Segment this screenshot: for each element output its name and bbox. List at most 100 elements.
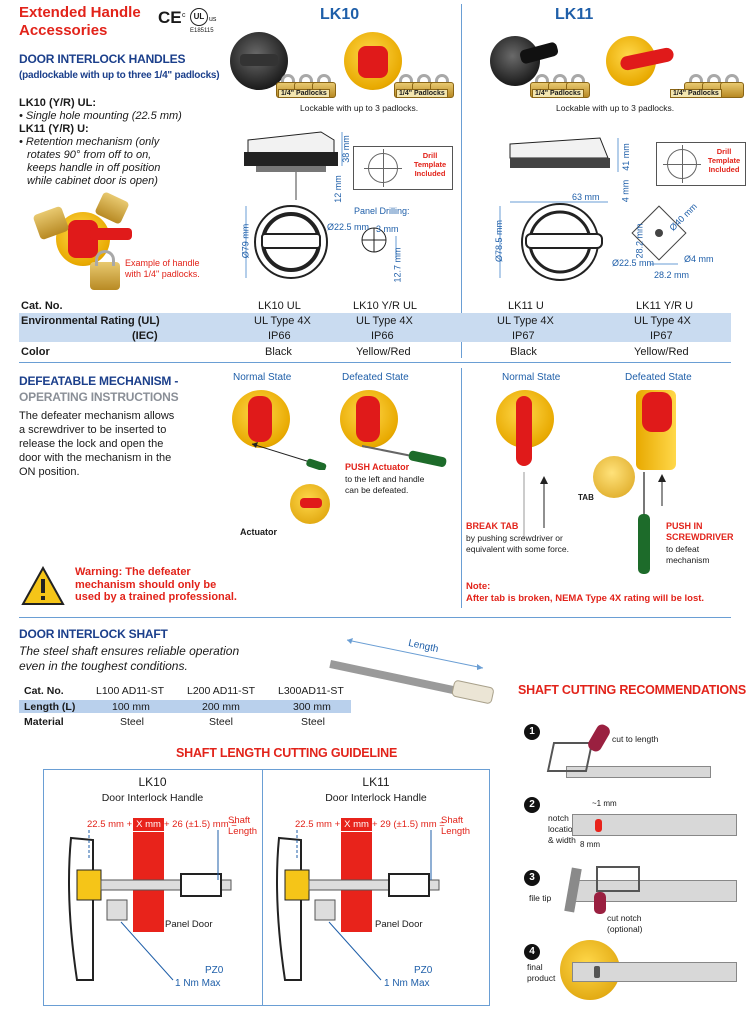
lk10-dim-12: 12 mm: [332, 175, 343, 203]
guideline-lk11-subtitle: Door Interlock Handle: [325, 792, 427, 804]
shaft-col: L100 AD11-ST: [96, 685, 165, 697]
section-divider: [19, 362, 731, 363]
defeater-heading-1: DEFEATABLE MECHANISM -: [19, 374, 179, 388]
lk11-panel-door-label: Panel Door: [375, 919, 423, 930]
guideline-divider: [262, 769, 263, 1006]
shaft-cell: 100 mm: [112, 701, 150, 713]
lk10-dim-225: Ø22.5 mm: [327, 222, 370, 232]
lk10-panel-door-label: Panel Door: [165, 919, 213, 930]
guideline-box: [43, 769, 490, 1006]
step-4-image: [560, 940, 740, 1002]
column-divider: [461, 4, 462, 358]
padlock-example-caption: Example of handle with 1/4" padlocks.: [125, 258, 200, 279]
lockable-caption-lk11: Lockable with up to 3 padlocks.: [556, 103, 675, 113]
lk11-torque-label: 1 Nm Max: [384, 978, 430, 989]
shaft-col: L200 AD11-ST: [187, 685, 256, 697]
ul-file-number: E185115: [190, 28, 214, 34]
lk10-dim-127: 12.7 mm: [392, 247, 403, 283]
column-divider: [461, 368, 462, 608]
step-3-caption: cut notch(optional): [607, 913, 643, 934]
lk10-defeated-state-image: [340, 390, 400, 450]
lk10-pz0-label: PZ0: [205, 965, 224, 976]
defeater-heading-2: OPERATING INSTRUCTIONS: [19, 390, 179, 404]
eight-mm-label: 8 mm: [580, 840, 600, 849]
shaft-cell: Steel: [120, 716, 144, 728]
step-2-icon: 2: [524, 797, 540, 813]
shaft-cell: 300 mm: [293, 701, 331, 713]
title-line-2: Accessories: [19, 22, 108, 39]
file-tip-label: file tip: [529, 893, 552, 903]
note-body: After tab is broken, NEMA Type 4X rating…: [466, 593, 705, 604]
interlock-heading: DOOR INTERLOCK HANDLES: [19, 52, 186, 66]
normal-state-label-lk10: Normal State: [233, 372, 292, 383]
shaft-image: [329, 638, 494, 704]
lk10-dim-3: 3 mm: [376, 224, 399, 234]
defeated-state-label-lk10: Defeated State: [342, 372, 409, 383]
spec-cell: Yellow/Red: [634, 346, 689, 358]
actuator-closeup-image: [290, 484, 330, 524]
spec-env-ul-label: Environmental Rating (UL): [21, 315, 160, 327]
spec-table-band: [19, 313, 731, 342]
tab-closeup-image: [593, 456, 635, 498]
step-3-image: [564, 866, 737, 914]
push-actuator-title: PUSH Actuator: [345, 462, 410, 472]
screwdriver-arrow: [251, 442, 327, 470]
spec-cell: UL Type 4X: [497, 315, 554, 327]
tab-label: TAB: [578, 493, 594, 502]
section-divider: [19, 617, 731, 618]
normal-state-label-lk11: Normal State: [502, 372, 561, 383]
guideline-lk10-subtitle: Door Interlock Handle: [101, 792, 204, 804]
actuator-label: Actuator: [240, 527, 278, 537]
step-2-image: [572, 814, 737, 836]
lk10-formula-a: 22.5 mm +: [87, 819, 133, 830]
spec-col-lk11u: LK11 U: [508, 300, 544, 312]
shaft-cell: Steel: [209, 716, 233, 728]
spec-cell: Black: [510, 346, 537, 358]
shaft-table-band: [19, 700, 351, 713]
lk10-dim-79: Ø79 mm: [240, 223, 251, 259]
spec-env-iec-label: (IEC): [132, 330, 158, 342]
step-1-caption: cut to length: [612, 734, 659, 744]
padlocks-label: 1/4" Padlocks: [278, 89, 330, 98]
spec-col-lk10yr: LK10 Y/R UL: [353, 300, 418, 312]
shaft-col: L300AD11-ST: [278, 685, 344, 697]
shaft-cell: 200 mm: [202, 701, 240, 713]
padlocks-label: 1/4" Padlocks: [396, 89, 448, 98]
lk11-defeated-state-image: [624, 388, 680, 472]
ul-mark: c UL us: [182, 6, 216, 28]
step-1-image: [546, 718, 741, 778]
lk11-dim-4: 4 mm: [620, 179, 631, 203]
guideline-lk11-title: LK11: [362, 775, 390, 789]
spec-col-lk11yr: LK11 Y/R U: [636, 300, 694, 312]
lk10-black-handle-image: [226, 32, 294, 94]
spec-col-lk10ul: LK10 UL: [258, 300, 301, 312]
lk11-dim-785: Ø78.5 mm: [494, 219, 505, 263]
spec-cell: UL Type 4X: [634, 315, 691, 327]
lk11-dim-282a: 28.2 mm: [634, 223, 645, 259]
interlock-features: LK10 (Y/R) UL: • Single hole mounting (2…: [19, 97, 182, 187]
spec-cell: UL Type 4X: [254, 315, 311, 327]
spec-cat-no-label: Cat. No.: [21, 300, 63, 312]
shaft-heading: DOOR INTERLOCK SHAFT: [19, 627, 168, 641]
lk10-dim-38: 38 mm: [340, 135, 351, 163]
padlocks-label: 1/4" Padlocks: [532, 89, 584, 98]
screwdriver-icon: [638, 472, 666, 574]
lk11-dim-4b: Ø4 mm: [684, 254, 714, 264]
padlocked-handle-image: [28, 191, 138, 298]
cutting-heading: SHAFT CUTTING RECOMMENDATIONS: [518, 683, 746, 697]
lk11-formula-b: + 29 (±1.5) mm =: [372, 819, 445, 830]
spec-color-label: Color: [21, 346, 50, 358]
lk11-dimension-drawing: [499, 137, 687, 281]
lk11-black-handle-image: [480, 30, 560, 90]
lk11-dim-41: 41 mm: [620, 143, 631, 171]
page-title: Extended Handle Accessories: [19, 4, 141, 40]
shaft-cat-label: Cat. No.: [24, 685, 64, 697]
break-tab-title: BREAK TAB: [466, 521, 519, 531]
